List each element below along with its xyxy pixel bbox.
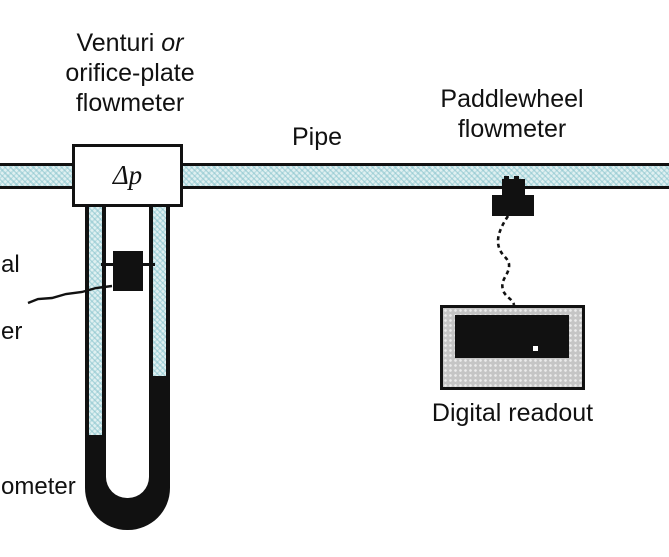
manometer-left-leg-fluid (85, 207, 106, 435)
manometer-right-leg-fluid (149, 207, 170, 376)
left-edge-label-fragment-2: er (1, 318, 23, 345)
pressure-transducer-block (113, 251, 143, 291)
paddlewheel-label: Paddlewheel flowmeter (432, 84, 592, 144)
digital-readout-device (440, 305, 585, 390)
pipe-label: Pipe (292, 123, 343, 151)
readout-screen-dot (533, 346, 538, 351)
venturi-label-line1: Venturi or (76, 29, 184, 57)
digital-readout-label: Digital readout (431, 399, 594, 427)
paddlewheel-label-line2: flowmeter (457, 115, 567, 143)
paddlewheel-label-line1: Paddlewheel (440, 85, 584, 113)
paddlewheel-sensor-body (492, 195, 534, 216)
delta-p-label: Δp (112, 160, 143, 190)
readout-screen (455, 315, 569, 358)
venturi-label-line2: orifice-plate (65, 59, 195, 87)
paddlewheel-sensor-bump-right (514, 176, 519, 181)
manometer-u-bend-inner-gap (106, 438, 149, 498)
transducer-right-stub (143, 263, 155, 266)
manometer-label-fragment: ometer (1, 473, 76, 500)
paddlewheel-sensor-neck (502, 179, 525, 196)
paddlewheel-sensor-bump-left (504, 176, 509, 181)
signal-wire (496, 215, 516, 306)
venturi-label: Venturi or orifice-plate flowmeter (40, 28, 220, 118)
venturi-label-line3: flowmeter (75, 89, 185, 117)
left-edge-label-fragment-1: al (1, 251, 20, 278)
transducer-left-stub (101, 263, 113, 266)
differential-pressure-cell: Δp (72, 144, 183, 207)
